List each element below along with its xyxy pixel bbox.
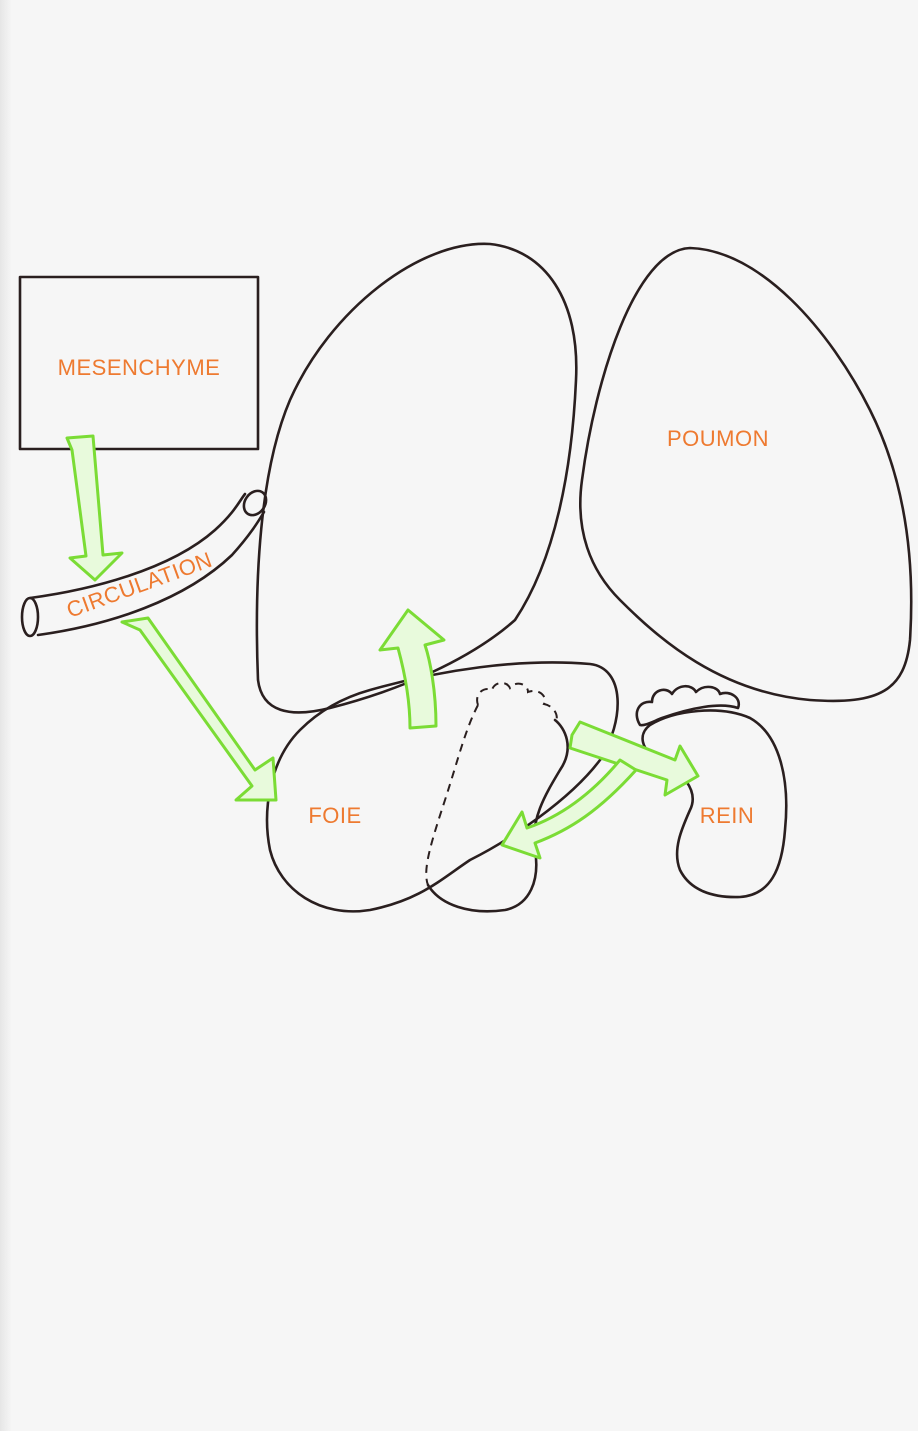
- right-lung: [580, 248, 911, 701]
- stomach-cap: [477, 683, 557, 724]
- arrow-circulation-to-liver: [122, 618, 276, 800]
- foie-label: FOIE: [308, 803, 361, 828]
- arrow-to-kidney: [570, 722, 698, 795]
- poumon-label: POUMON: [667, 426, 769, 451]
- arrow-to-stomach: [502, 760, 636, 858]
- mesenchyme-label: MESENCHYME: [58, 355, 221, 380]
- circulation-vessel: [30, 494, 264, 635]
- arrow-mesenchyme-to-circulation: [67, 436, 122, 580]
- stomach-hidden-outline: [426, 705, 478, 885]
- stomach-lower-outline: [428, 720, 568, 911]
- arrow-liver-to-lung: [380, 610, 444, 728]
- rein-label: REIN: [700, 803, 755, 828]
- liver: [267, 662, 618, 911]
- adrenal-gland: [637, 686, 739, 725]
- circulation-vessel-end: [22, 598, 38, 636]
